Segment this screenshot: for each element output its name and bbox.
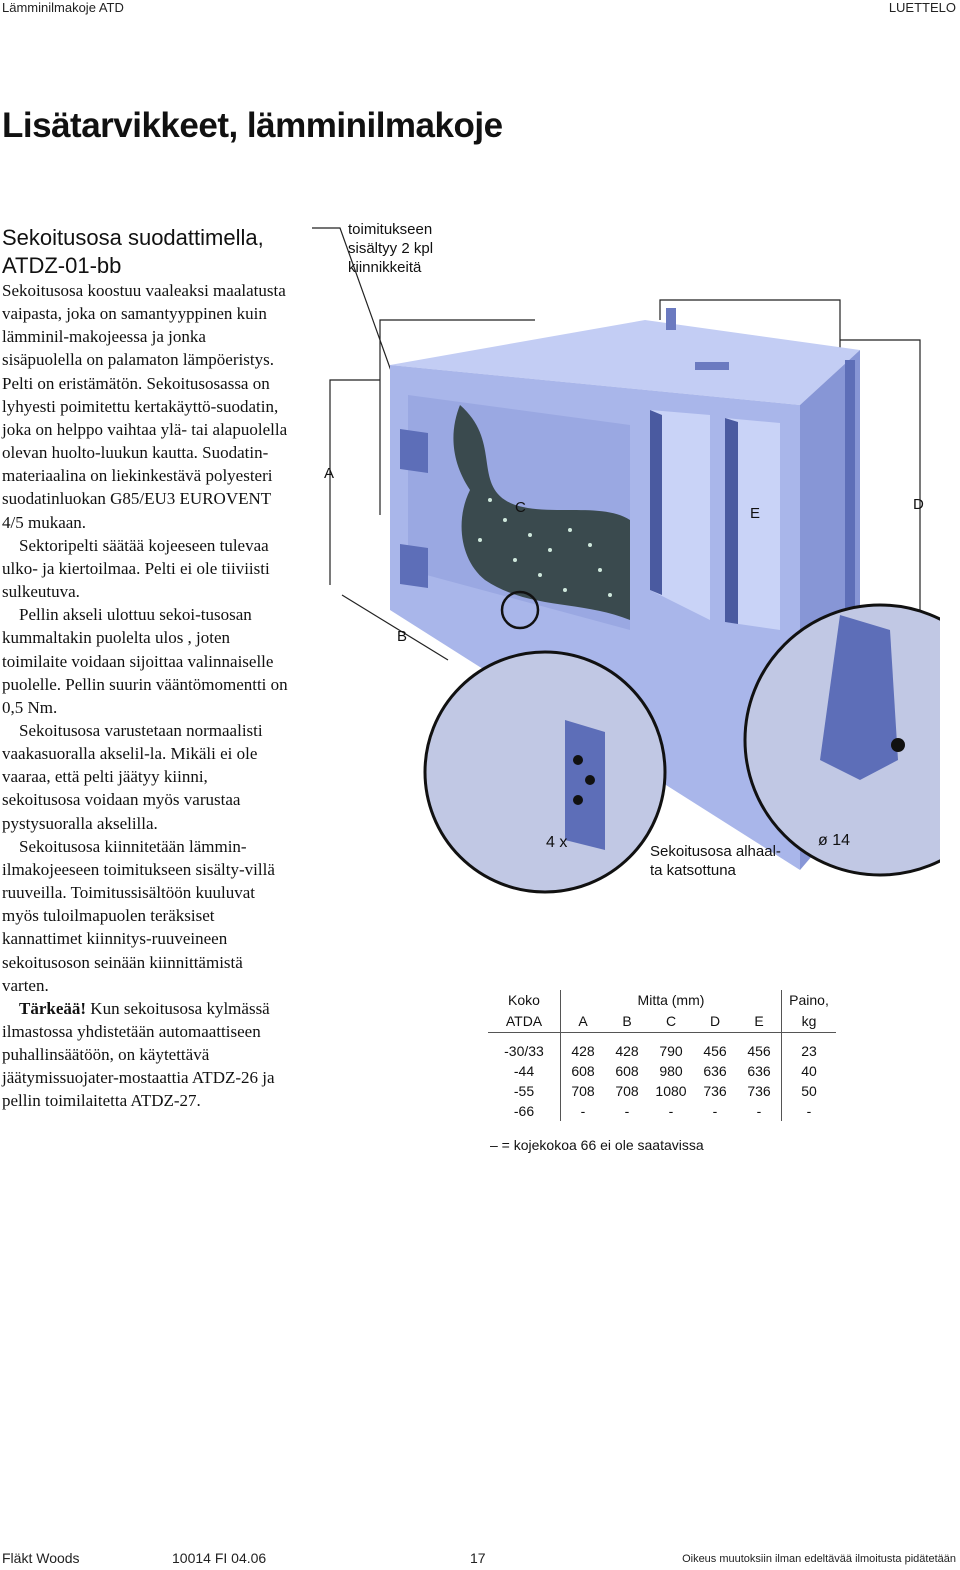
head-mitta: Mitta (mm) [637,992,705,1008]
mixing-section-illustration [312,227,960,894]
paragraph-4: Sekoitusosa varustetaan normaalisti vaak… [2,720,263,833]
dim-label-d: D [913,496,924,513]
paragraph-6: Tärkeää! Kun sekoitusosa kylmässä ilmast… [2,997,290,1113]
paragraph-2: Sektoripelti säätää kojeeseen tulevaa ul… [2,535,270,602]
zoom-bracket-circle [423,650,667,894]
callout-fasteners: toimitukseen sisältyy 2 kpl kiinnikkeitä [348,221,434,276]
head-paino: Paino, [781,990,836,1010]
subtitle-line1: Sekoitusosa suodattimella, [2,225,264,250]
dim-label-a: A [324,465,335,482]
subtitle-line2: ATDZ-01-bb [2,253,122,278]
zoom-rail [820,615,898,780]
hole-diameter-label: ø 14 [818,832,851,849]
footer-code: 10014 FI 04.06 [172,1550,267,1566]
head-kg: kg [781,1010,836,1033]
table-row: -30/33 428 428 790 456 456 23 [488,1041,836,1061]
dim-label-e: E [750,505,761,522]
count-label: 4 x [546,834,568,851]
head-koko: Koko [488,990,561,1010]
table-row: -44 608 608 980 636 636 40 [488,1061,836,1081]
paragraph-3: Pellin akseli ulottuu sekoi-tusosan kumm… [2,605,288,717]
page-title: Lisätarvikkeet, lämminilmakoje [2,106,503,145]
header-right: LUETTELO [888,0,956,15]
footer-page: 17 [470,1550,486,1566]
head-atda: ATDA [488,1010,561,1033]
table-row: -66 - - - - - - [488,1101,836,1121]
footer-rights: Oikeus muutoksiin ilman edeltävää ilmoit… [682,1553,956,1565]
dimension-lines [312,227,921,661]
table-row: -55 708 708 1080 736 736 50 [488,1081,836,1101]
paragraph-5: Sekoitusosa kiinnitetään lämmin-ilmakoje… [2,836,275,995]
bottom-view-label: Sekoitusosa alhaal- ta katsottuna [650,843,781,879]
mixing-section-figure: toimitukseen sisältyy 2 kpl kiinnikkeitä… [300,200,960,905]
section-subtitle: Sekoitusosa suodattimella, ATDZ-01-bb [2,224,302,280]
col-b: B [605,1010,649,1033]
zoom-bracket [565,720,605,850]
table-note: – = kojekokoa 66 ei ole saatavissa [490,1137,704,1153]
col-a: A [560,1010,605,1033]
col-c: C [649,1010,693,1033]
col-d: D [693,1010,737,1033]
col-e: E [737,1010,782,1033]
footer-brand: Fläkt Woods [2,1550,80,1566]
body-text: Sekoitusosa koostuu vaaleaksi maalatusta… [2,279,290,1113]
important-text: Kun sekoitusosa kylmässä ilmastossa yhdi… [2,998,275,1111]
dim-label-b: B [397,628,408,645]
dimension-table: Koko Mitta (mm) Paino, ATDA A B C D E kg… [488,990,838,1121]
paragraph-1: Sekoitusosa koostuu vaaleaksi maalatusta… [2,281,288,532]
filter-texture [478,498,612,597]
important-label: Tärkeää! [19,998,87,1018]
dim-label-c: C [515,499,526,516]
header-left: Lämminilmakoje ATD [2,0,124,15]
